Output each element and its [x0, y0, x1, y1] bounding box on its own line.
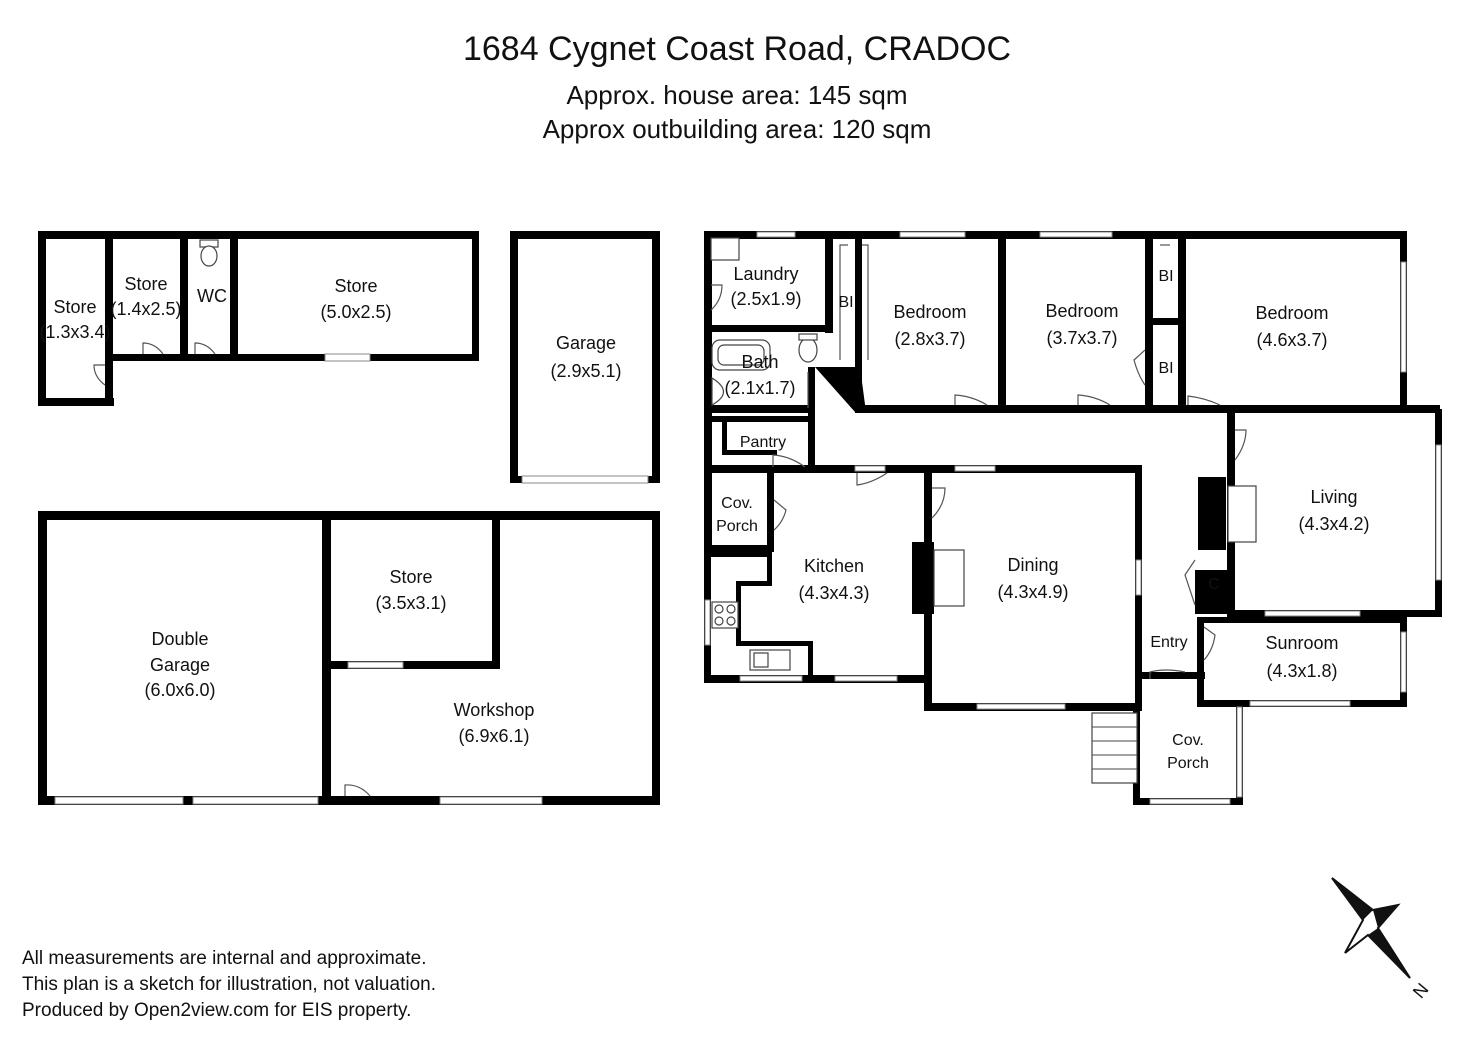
store3-label: Store — [334, 276, 377, 296]
living-dims: (4.3x4.2) — [1298, 514, 1369, 534]
bedroom3-label: Bedroom — [1255, 303, 1328, 323]
house-windows — [704, 231, 1442, 805]
cov-porch1-label-1: Cov. — [721, 495, 753, 512]
workshop-dims: (6.9x6.1) — [458, 726, 529, 746]
entry-label: Entry — [1150, 634, 1187, 651]
store1-dims: (1.3x3.4) — [39, 322, 110, 342]
footer-note-2: This plan is a sketch for illustration, … — [22, 974, 436, 995]
garage-label: Garage — [556, 333, 616, 353]
bedroom2-dims: (3.7x3.7) — [1046, 328, 1117, 348]
house-doors — [710, 244, 1247, 745]
built-in-label-3: BI — [1158, 360, 1173, 377]
garage-dims: (2.9x5.1) — [550, 361, 621, 381]
bedroom1-label: Bedroom — [893, 302, 966, 322]
shed-store-dims: (3.5x3.1) — [375, 593, 446, 613]
bedroom1-dims: (2.8x3.7) — [894, 329, 965, 349]
kitchen-label: Kitchen — [804, 556, 864, 576]
footer-note-1: All measurements are internal and approx… — [22, 948, 426, 969]
sunroom-label: Sunroom — [1265, 633, 1338, 653]
bath-label: Bath — [741, 352, 778, 372]
built-in-label-1: BI — [838, 294, 853, 311]
cov-porch2-label-1: Cov. — [1172, 732, 1204, 749]
compass-north-label: N — [1409, 979, 1433, 1002]
address-title: 1684 Cygnet Coast Road, CRADOC — [463, 30, 1011, 68]
store2-dims: (1.4x2.5) — [110, 299, 181, 319]
garage — [510, 231, 660, 484]
wc-label: WC — [197, 286, 227, 306]
shed — [38, 511, 660, 805]
workshop-label: Workshop — [454, 700, 535, 720]
laundry-dims: (2.5x1.9) — [730, 289, 801, 309]
laundry-label: Laundry — [733, 264, 798, 284]
dining-dims: (4.3x4.9) — [997, 582, 1068, 602]
bath-dims: (2.1x1.7) — [724, 378, 795, 398]
cov-porch1-label-2: Porch — [716, 518, 758, 535]
double-garage-label-2: Garage — [150, 655, 210, 675]
bedroom2-label: Bedroom — [1045, 301, 1118, 321]
house-fixtures — [710, 237, 1257, 784]
pantry-label: Pantry — [740, 434, 786, 451]
living-label: Living — [1310, 487, 1357, 507]
outbuilding-stores — [38, 231, 479, 406]
sunroom-dims: (4.3x1.8) — [1266, 661, 1337, 681]
kitchen-dims: (4.3x4.3) — [798, 583, 869, 603]
double-garage-label-1: Double — [151, 629, 208, 649]
built-in-label-2: BI — [1158, 268, 1173, 285]
cov-porch2-label-2: Porch — [1167, 755, 1209, 772]
outbuilding-area-text: Approx outbuilding area: 120 sqm — [543, 114, 932, 144]
shed-store-label: Store — [389, 567, 432, 587]
store1-label: Store — [53, 297, 96, 317]
store3-dims: (5.0x2.5) — [320, 302, 391, 322]
store2-label: Store — [124, 274, 167, 294]
dining-label: Dining — [1007, 555, 1058, 575]
footer-note-3: Produced by Open2view.com for EIS proper… — [22, 1000, 411, 1021]
double-garage-dims: (6.0x6.0) — [144, 680, 215, 700]
house-area-text: Approx. house area: 145 sqm — [566, 80, 907, 110]
cupboard-label: C — [1208, 576, 1220, 593]
bedroom3-dims: (4.6x3.7) — [1256, 330, 1327, 350]
compass-icon — [1331, 877, 1411, 979]
